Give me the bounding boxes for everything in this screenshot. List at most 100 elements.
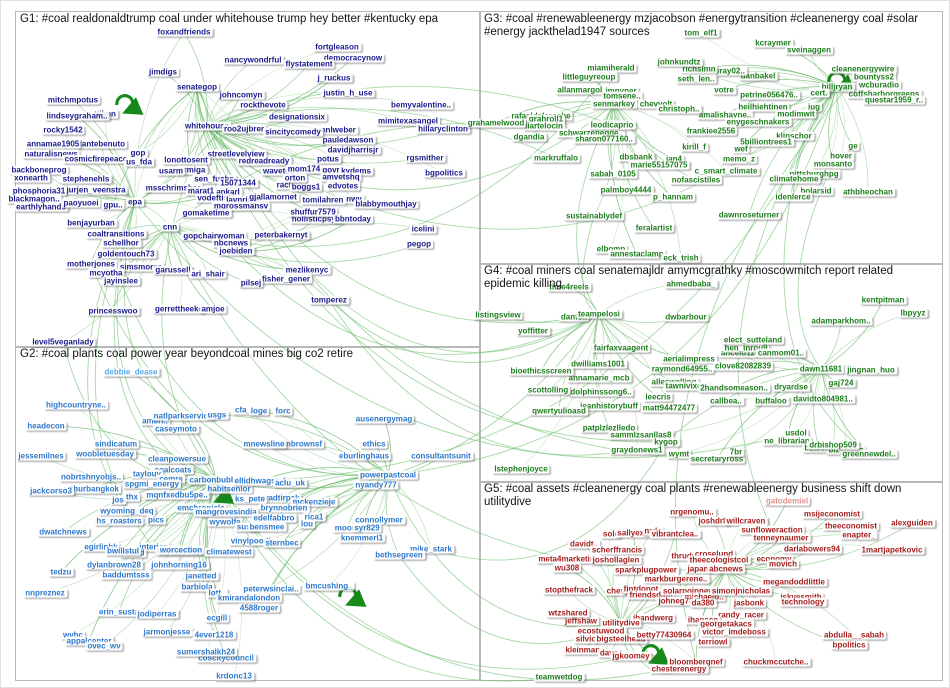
graph-node[interactable]: fintdonot <box>621 584 661 594</box>
graph-node[interactable]: pics <box>145 515 167 525</box>
graph-node[interactable]: ecostuwood <box>575 626 627 636</box>
graph-node[interactable]: lbpyyz <box>898 308 928 318</box>
graph-node[interactable]: sveinaggen <box>784 45 834 55</box>
graph-node[interactable]: cnn <box>160 222 180 232</box>
graph-node[interactable]: frankiee2556 <box>684 126 738 136</box>
graph-node[interactable]: chevy <box>604 586 632 596</box>
graph-node[interactable]: nobrtshnyobjs.. <box>59 472 123 482</box>
graph-node[interactable]: democracynow <box>321 53 385 63</box>
graph-node[interactable]: elect_sutteland <box>721 335 785 345</box>
graph-node[interactable]: dwatchnews <box>37 527 89 537</box>
graph-node[interactable]: abdulla__sabah <box>821 630 887 640</box>
graph-node[interactable]: bpolitics <box>830 640 868 650</box>
graph-node[interactable]: motherjones <box>64 259 118 269</box>
graph-node[interactable]: rockthevote <box>238 100 288 110</box>
graph-node[interactable]: leecris <box>643 392 673 402</box>
graph-node[interactable]: gjallamornet <box>247 192 299 202</box>
graph-node[interactable]: senategop <box>174 82 220 92</box>
graph-node[interactable]: grahamelwood <box>465 118 527 128</box>
graph-node[interactable]: fisher_gener <box>259 274 313 284</box>
graph-node[interactable]: mimitexasangel <box>375 116 441 126</box>
graph-node[interactable]: johnkundtz <box>655 57 703 67</box>
graph-node[interactable]: egirlinbk <box>82 542 120 552</box>
graph-node[interactable]: evenlweber <box>310 125 358 135</box>
graph-node[interactable]: sabah_0105 <box>588 169 638 179</box>
graph-node[interactable]: littleguyreoup <box>560 72 618 82</box>
graph-node[interactable]: greennewdel.. <box>840 449 898 459</box>
graph-node[interactable]: theeconomist <box>822 521 880 531</box>
graph-node[interactable]: megandoddlittle <box>761 577 827 587</box>
graph-node[interactable]: mangrovesindia <box>193 507 259 517</box>
graph-node[interactable]: pegop <box>405 239 433 249</box>
graph-node[interactable]: debbie_dease <box>102 367 160 377</box>
graph-node[interactable]: abcnews <box>707 564 745 574</box>
graph-node[interactable]: aclu_uk <box>273 478 307 488</box>
graph-node[interactable]: edelfabbro <box>251 513 297 523</box>
graph-node[interactable]: bbntoday <box>333 214 373 224</box>
graph-node[interactable]: climatewest <box>204 547 254 557</box>
graph-node[interactable]: drbishop509 <box>807 440 859 450</box>
graph-node[interactable]: lonottosent <box>162 155 210 165</box>
graph-node[interactable]: sincitycomedy <box>263 127 323 137</box>
graph-node[interactable]: solarpoinnews <box>660 586 722 596</box>
graph-node[interactable]: sallyexs <box>615 528 651 538</box>
graph-node[interactable]: mike_stark <box>408 544 454 554</box>
graph-node[interactable]: pittsburghpg <box>787 169 841 179</box>
graph-node[interactable]: davidt.. <box>567 539 601 549</box>
graph-node[interactable]: sindicatum <box>92 439 140 449</box>
graph-node[interactable]: powerpastcoal <box>357 470 419 480</box>
graph-node[interactable]: schwarzenegge.. <box>556 128 626 138</box>
graph-node[interactable]: davidto804981.. <box>791 394 855 404</box>
graph-node[interactable]: kentpitman <box>859 295 907 305</box>
graph-node[interactable]: sternbec <box>263 538 301 548</box>
graph-node[interactable]: athbheochan <box>841 187 895 197</box>
graph-node[interactable]: pilsej <box>238 278 264 288</box>
graph-node[interactable]: terriowl <box>696 637 730 647</box>
graph-node[interactable]: consultantsunit <box>409 451 473 461</box>
graph-node[interactable]: bgpolitics <box>423 168 465 178</box>
graph-node[interactable]: dwbarbour <box>663 312 709 322</box>
graph-node[interactable]: 2handsomeason.. <box>698 383 770 393</box>
graph-node[interactable]: jmpyper <box>603 86 639 96</box>
graph-node[interactable]: gpu.. <box>101 200 125 210</box>
graph-node[interactable]: nnpreznez <box>23 588 67 598</box>
graph-node[interactable]: japan <box>685 564 711 574</box>
graph-node[interactable]: benjayurban <box>65 218 117 228</box>
graph-node[interactable]: jurjen_veenstra <box>64 185 128 195</box>
graph-node[interactable]: bemyvalentine.. <box>388 100 454 110</box>
graph-node[interactable]: garussell <box>153 265 193 275</box>
graph-node[interactable]: teampelosi <box>576 309 622 319</box>
graph-node[interactable]: eburlinghaus <box>336 451 392 461</box>
graph-node[interactable]: willcraven <box>724 516 768 526</box>
graph-node[interactable]: annamae1905 <box>24 139 82 149</box>
graph-node[interactable]: bioethicsscreen <box>508 366 574 376</box>
graph-node[interactable]: lindseygraham.. <box>44 111 110 121</box>
graph-node[interactable]: blackmagon.. <box>6 194 62 204</box>
graph-node[interactable]: nancywondrful <box>222 55 284 65</box>
graph-node[interactable]: movich <box>766 559 800 569</box>
graph-node[interactable]: thrudu <box>669 551 699 561</box>
graph-node[interactable]: syr829 <box>352 523 382 533</box>
graph-node[interactable]: chuckmccutche.. <box>741 657 811 667</box>
graph-node[interactable]: streetlevelview <box>205 149 267 159</box>
graph-node[interactable]: stephenehls <box>60 174 112 184</box>
graph-node[interactable]: wymt <box>666 449 692 459</box>
graph-node[interactable]: patplzlezlledo <box>580 423 638 433</box>
graph-node[interactable]: amvetshq <box>320 172 362 182</box>
graph-node[interactable]: buffaloo <box>753 396 789 406</box>
graph-node[interactable]: redreadready <box>236 156 292 166</box>
graph-node[interactable]: highcountryne.. <box>44 400 108 410</box>
graph-node[interactable]: susai <box>234 522 260 532</box>
graph-node[interactable]: jeanhistorybuff <box>578 401 640 411</box>
graph-node[interactable]: edvotes <box>325 181 361 191</box>
graph-node[interactable]: 15071344 <box>218 178 258 188</box>
graph-node[interactable]: liartelocin <box>523 121 565 131</box>
graph-node[interactable]: nwv <box>344 194 364 204</box>
graph-node[interactable]: idenlerce <box>773 192 813 202</box>
graph-node[interactable]: klinschor <box>774 131 814 141</box>
graph-node[interactable]: randy_racer <box>716 610 766 620</box>
graph-node[interactable]: jodiperras <box>135 609 179 619</box>
graph-node[interactable]: wavetop <box>260 166 298 176</box>
graph-node[interactable]: 7br <box>727 447 745 457</box>
graph-node[interactable]: sammlzsanllas8 <box>608 430 674 440</box>
